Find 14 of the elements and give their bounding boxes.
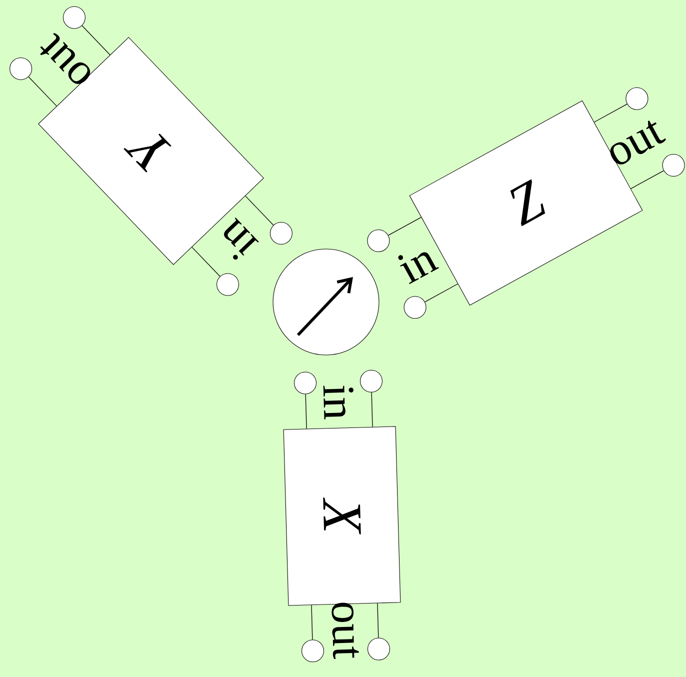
terminal — [62, 6, 86, 29]
port-label: in — [224, 218, 259, 260]
terminal — [216, 273, 240, 296]
port-label: in — [323, 386, 354, 420]
terminal — [360, 370, 383, 392]
terminal — [10, 57, 32, 80]
terminal — [270, 222, 292, 245]
terminal — [301, 640, 324, 662]
terminal — [294, 372, 317, 394]
meter-symbol — [272, 248, 380, 356]
terminal — [404, 296, 426, 319]
terminal — [367, 229, 390, 252]
terminal — [626, 87, 648, 110]
terminal — [367, 638, 390, 660]
